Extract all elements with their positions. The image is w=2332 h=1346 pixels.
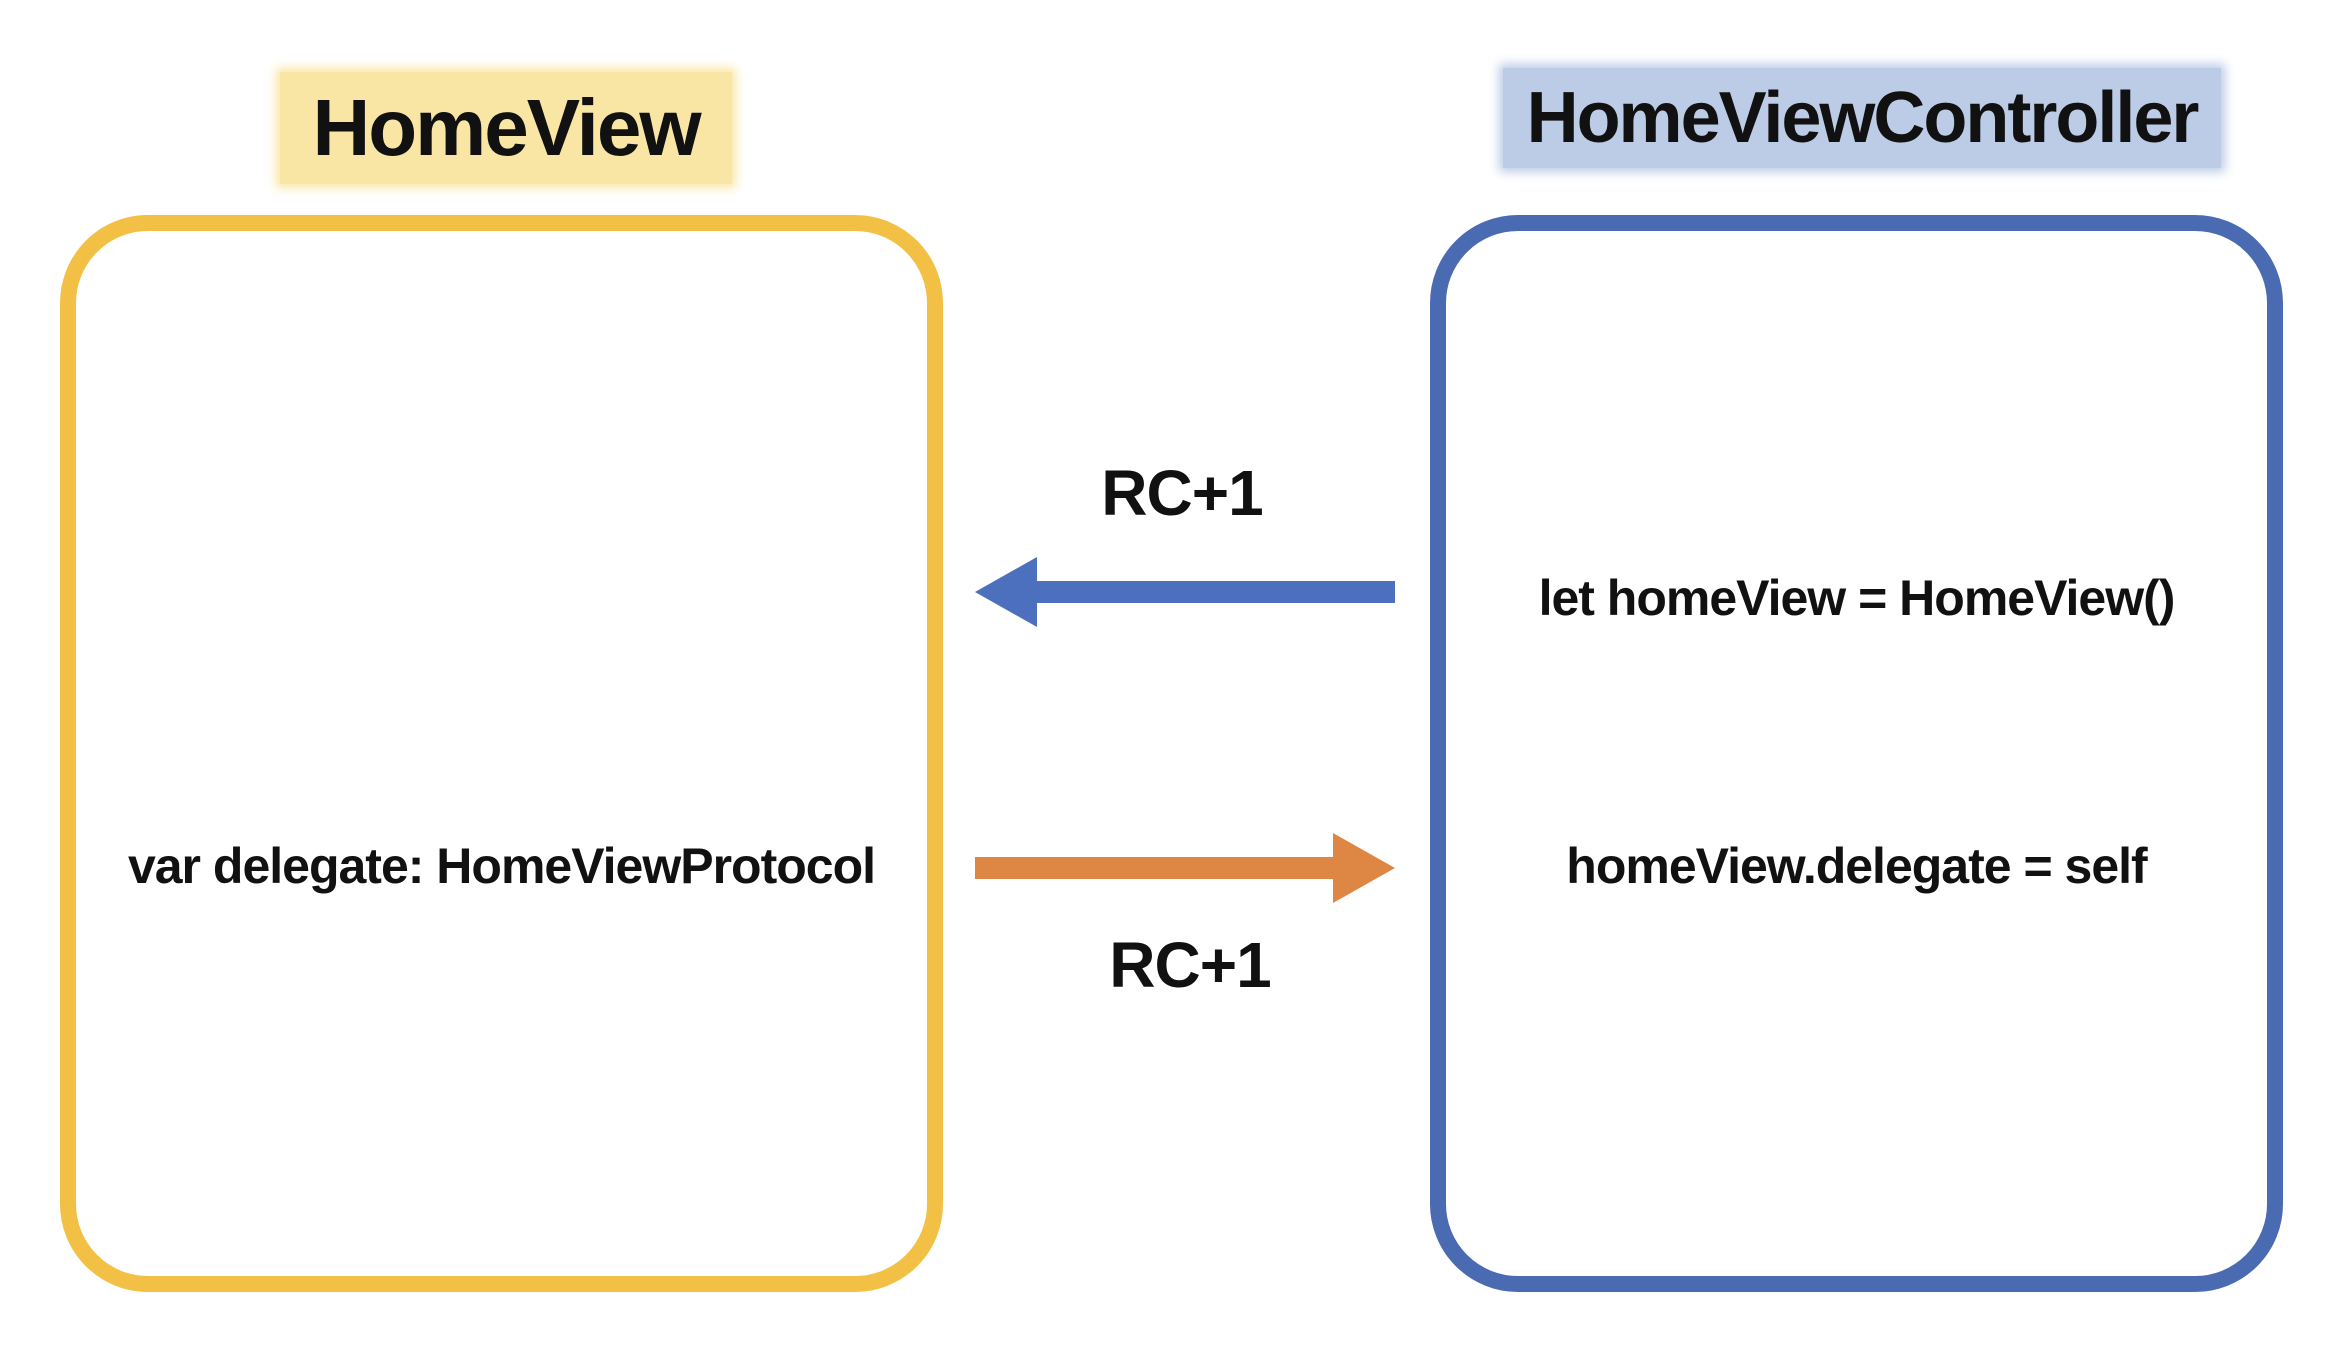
left-pointing-arrow-icon <box>975 557 1395 627</box>
homeview-delegate-member: var delegate: HomeViewProtocol <box>127 838 876 894</box>
homeview-box <box>60 215 943 1292</box>
right-arrow-shape <box>975 833 1395 903</box>
left-arrow-shape <box>975 557 1395 627</box>
rc-plus-one-label-top: RC+1 <box>1101 457 1263 529</box>
controller-line-delegate-assign: homeView.delegate = self <box>1566 838 2147 894</box>
rc-plus-one-label-bottom: RC+1 <box>1109 929 1271 1001</box>
homeview-title: HomeView <box>280 72 732 184</box>
homeviewcontroller-box <box>1430 215 2283 1292</box>
homeviewcontroller-title: HomeViewController <box>1503 68 2221 168</box>
right-pointing-arrow-icon <box>975 833 1395 903</box>
controller-line-homeview-init: let homeView = HomeView() <box>1538 570 2176 626</box>
